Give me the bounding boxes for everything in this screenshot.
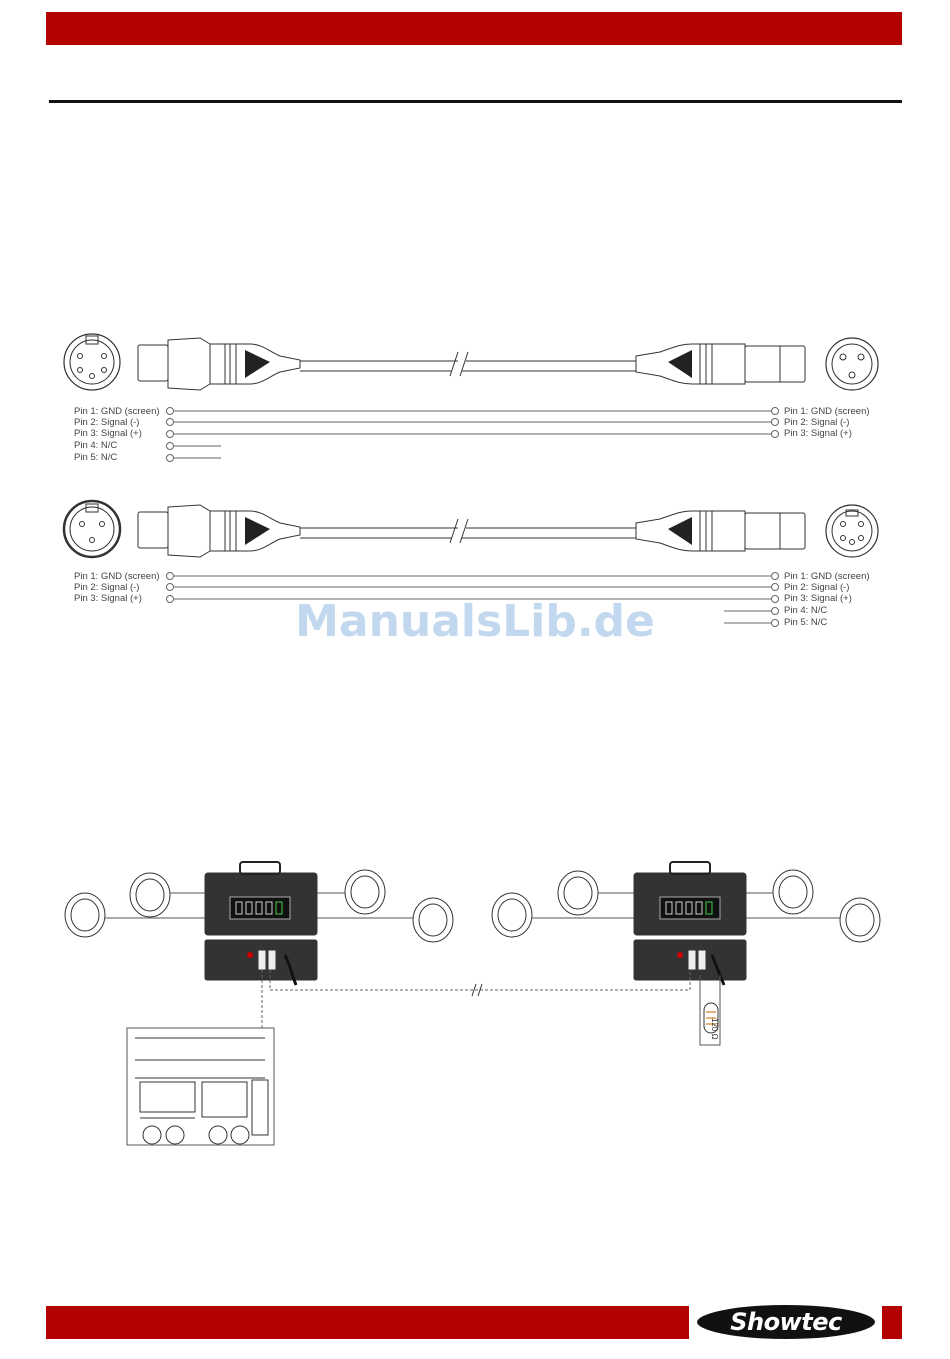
dmx-splitter-unit-right-icon	[634, 862, 746, 985]
xlr-3pin-male-face-icon	[826, 338, 878, 390]
xlr-3pin-female-face-icon	[64, 501, 120, 557]
logo-text: Showtec	[694, 1302, 878, 1342]
xlr-5pin-male-face-icon	[826, 505, 878, 557]
cable-line	[300, 352, 636, 376]
footer-bar-end	[882, 1306, 902, 1339]
xlr-connector-right-icon-2	[636, 511, 805, 551]
dmx-splitter-unit-left-icon	[205, 862, 317, 985]
pin-wires-cable1	[167, 408, 779, 462]
xlr-connector-right-icon	[636, 344, 805, 384]
footer-bar	[46, 1306, 689, 1339]
par-fixture-icons	[65, 870, 880, 942]
terminator-label: 120 Ω	[710, 1018, 719, 1040]
brand-logo: Showtec	[694, 1302, 878, 1342]
lighting-console-icon	[127, 1028, 274, 1145]
dmx-link-cable	[262, 970, 690, 1030]
watermark: ManualsLib.de	[0, 596, 950, 647]
cable-line-2	[300, 519, 636, 543]
xlr-connector-left-icon	[138, 338, 300, 390]
xlr-5pin-female-face-icon	[64, 334, 120, 390]
xlr-connector-left-icon-2	[138, 505, 300, 557]
